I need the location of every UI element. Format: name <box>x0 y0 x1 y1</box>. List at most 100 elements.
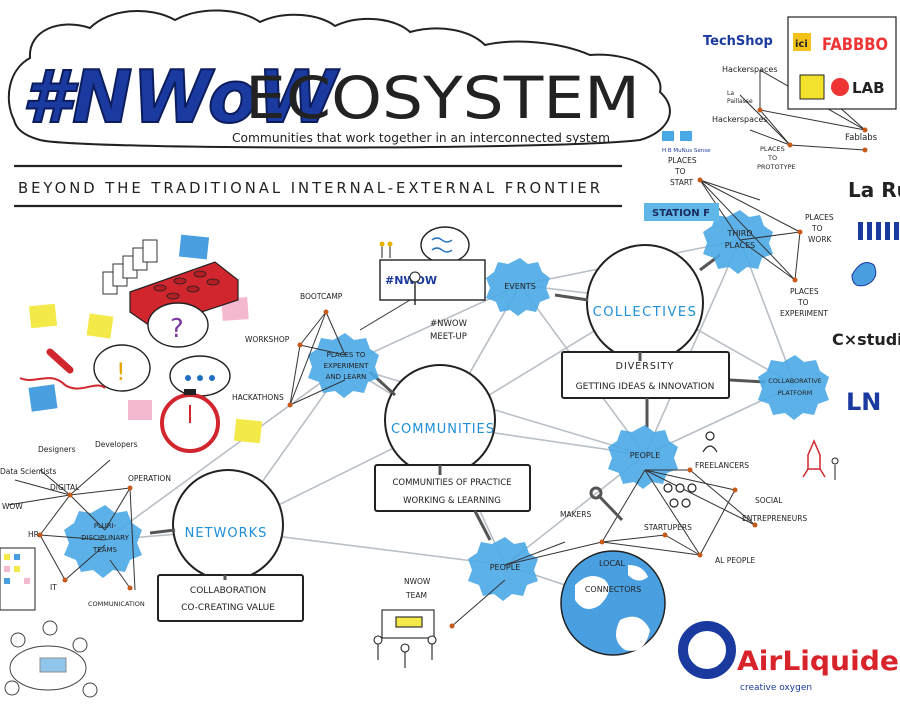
satellite-dots <box>37 107 868 629</box>
blob-collab-1: COLLABORATIVE <box>768 377 822 385</box>
label-wow: WOW <box>2 502 23 511</box>
networks-box-line1: COLLABORATION <box>190 586 266 596</box>
blob-people-bottom-label: PEOPLE <box>490 563 521 572</box>
label-designers: Designers <box>38 445 76 454</box>
label-it: IT <box>50 583 57 592</box>
card-stack-icon <box>102 239 158 295</box>
sticky-yellow-1 <box>28 303 58 329</box>
blob-places-exp-1: PLACES TO <box>327 351 366 359</box>
hub-networks-label: NETWORKS <box>185 526 268 541</box>
globe-local: LOCAL <box>599 559 626 568</box>
blob-pluri-3: TEAMS <box>92 546 118 554</box>
label-hackerspaces-2: Hackerspaces <box>712 115 768 124</box>
logo-airliquide-ring <box>678 621 736 679</box>
label-meetup-2: MEET-UP <box>430 332 467 342</box>
satellite-labels: BOOTCAMP WORKSHOP HACKATHONS #NWOW MEET-… <box>0 65 878 608</box>
banner-text: BEYOND THE TRADITIONAL INTERNAL-EXTERNAL… <box>18 179 603 197</box>
freelancer-person-icon <box>702 431 718 453</box>
question-mark-icon: ? <box>170 314 184 344</box>
meetup-lamp-2 <box>387 241 393 247</box>
label-prototype-1: PLACES <box>760 145 785 153</box>
nwow-team-illustration <box>373 609 437 668</box>
label-data-scientists: Data Scientists <box>0 467 57 476</box>
label-start-3: START <box>670 178 694 187</box>
blob-people-right-label: PEOPLE <box>630 451 661 460</box>
hub-communities <box>384 364 496 476</box>
label-makers: MAKERS <box>560 510 591 519</box>
communities-box-line1: COMMUNITIES OF PRACTICE <box>392 478 511 488</box>
blob-events-label: EVENTS <box>504 282 536 291</box>
meetup-person-head <box>409 271 421 283</box>
hub-collectives-label: COLLECTIVES <box>593 305 698 320</box>
label-developers: Developers <box>95 440 138 449</box>
title-hashtag: #NWoW <box>22 55 340 139</box>
collectives-box-line1: DIVERSITY <box>616 361 675 372</box>
lego-studs <box>153 270 220 300</box>
label-meetup-1: #NWOW <box>430 319 468 329</box>
label-social: SOCIAL <box>755 496 783 505</box>
label-start-1: PLACES <box>668 156 697 165</box>
logo-blue-blob <box>851 262 877 287</box>
label-nwow-team-2: TEAM <box>405 591 427 600</box>
label-hackerspaces-1: Hackerspaces <box>722 65 778 74</box>
hub-sigles-label: H B MuNus Sense <box>662 148 711 154</box>
blob-third-places <box>703 210 773 274</box>
networks-box <box>157 574 304 622</box>
networks-box-line2: CO-CREATING VALUE <box>181 603 275 613</box>
blob-collab-platform <box>758 355 829 420</box>
dot-3 <box>209 375 215 381</box>
collectives-box-line2: GETTING IDEAS & INNOVATION <box>576 382 715 392</box>
exclamation-icon: ! <box>116 358 126 386</box>
label-exp-1: PLACES <box>790 287 819 296</box>
logo-techshop: TechShop <box>703 34 773 49</box>
label-la-paillasse-1: La <box>727 90 734 97</box>
dot-2 <box>197 375 203 381</box>
logo-ici: ici <box>795 39 808 50</box>
wrench-icon <box>589 486 624 522</box>
blob-pluri-2: DISCIPLINARY <box>81 534 129 542</box>
startupers-group-icon <box>663 483 697 508</box>
stopwatch-crown <box>184 389 196 395</box>
marker-scribble <box>19 377 106 390</box>
bubble-question <box>147 302 209 348</box>
logo-fabbbo: FABBBO <box>822 35 888 55</box>
label-start-2: TO <box>674 167 686 176</box>
communities-box-line2: WORKING & LEARNING <box>403 496 501 506</box>
label-freelancers: FREELANCERS <box>695 461 749 470</box>
rocket-icon <box>802 439 839 480</box>
logo-wlab: LAB <box>852 79 885 97</box>
sticky-yellow-2 <box>86 313 114 339</box>
meetup-lamp-1 <box>379 241 385 247</box>
blob-places-exp-2: EXPERIMENT <box>324 362 369 370</box>
dot-1 <box>185 375 191 381</box>
label-communication: COMMUNICATION <box>88 600 145 608</box>
title-subtitle: Communities that work together in an int… <box>232 130 610 145</box>
label-workshop: WORKSHOP <box>245 335 290 344</box>
header-cloud <box>7 9 671 149</box>
hub-sigle-box-1 <box>662 131 674 141</box>
sticky-blue-top <box>178 234 210 260</box>
label-work-2: TO <box>811 224 823 233</box>
hub-networks <box>172 469 284 581</box>
sticky-yellow-3 <box>233 418 263 444</box>
label-prototype-3: PROTOTYPE <box>757 163 796 171</box>
label-entrepreneurs: ENTREPRENEURS <box>742 514 807 523</box>
station-f-badge <box>644 203 719 221</box>
board-illustration <box>0 547 36 611</box>
blob-pluri-1: PLURI- <box>94 522 117 530</box>
label-prototype-2: TO <box>767 154 777 162</box>
marker-icon <box>46 348 74 374</box>
label-bootcamp: BOOTCAMP <box>300 292 343 301</box>
label-exp-2: TO <box>797 298 809 307</box>
meetup-screen <box>379 259 486 301</box>
meeting-table-illustration <box>4 620 98 698</box>
station-f-label: STATION F <box>652 208 710 219</box>
label-nwow-team-1: NWOW <box>404 577 431 586</box>
logos: TechShop ici FABBBO LAB La Ru C×studio L… <box>678 16 900 693</box>
title-ecosystem: ECOSYSTEM <box>245 64 640 132</box>
label-work-1: PLACES <box>805 213 834 222</box>
label-fablabs: Fablabs <box>845 133 878 143</box>
logo-airliquide-tag: creative oxygen <box>740 683 812 693</box>
label-digital: DIGITAL <box>50 483 80 492</box>
